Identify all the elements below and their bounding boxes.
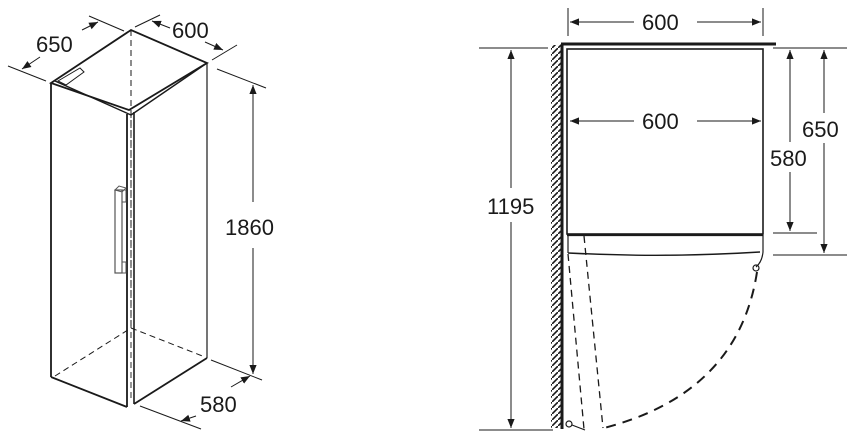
dim-1195-label: 1195 (487, 194, 534, 219)
dim-580-arrow-b (230, 375, 251, 388)
dim-600-arrow-a (151, 20, 171, 29)
dim-600-top-label: 600 (642, 10, 679, 35)
dim-600-ext-a (134, 14, 161, 28)
dim-650-label: 650 (36, 32, 73, 57)
hinge-icon-door (752, 264, 760, 272)
dim-600-arrow-b (204, 41, 224, 51)
door-top-edge-2 (130, 62, 208, 116)
wall-hatch (551, 45, 561, 428)
cabinet-body (566, 48, 764, 235)
hinge-icon-wall (565, 420, 573, 428)
dim-650-right-label: 650 (802, 117, 839, 142)
hinge-bracket-icon (56, 67, 85, 86)
isometric-view: 650 600 1860 580 (7, 14, 274, 430)
dim-600-ext-b (211, 44, 238, 61)
hidden-bottom-edge-right (130, 327, 206, 358)
door-top-edge (54, 80, 132, 116)
door-swing-arc (599, 271, 758, 430)
dim-580-ext-a (139, 405, 202, 430)
dim-580-label: 580 (200, 392, 237, 417)
dim-650-arrow-a (21, 56, 41, 70)
dim-600-label: 600 (172, 18, 209, 43)
dim-650-ext-b (88, 15, 125, 32)
dim-580-arrow-a (180, 414, 197, 422)
dim-650-arrow-b (81, 21, 99, 31)
cabinet-bottom-right (133, 357, 208, 405)
dim-580-right-label: 580 (770, 146, 807, 171)
cabinet-bottom-left (50, 376, 128, 408)
door-closed-bottom (567, 251, 761, 256)
door-closed-right (755, 235, 764, 268)
dim-600-inner-label: 600 (642, 109, 679, 134)
dim-1860-ext-bottom (210, 359, 263, 381)
door-handle-icon (114, 185, 127, 274)
top-view: 600 600 1195 580 650 (479, 8, 847, 431)
dim-1860-label: 1860 (225, 215, 274, 240)
door-open-inner (583, 235, 604, 429)
dim-1860-ext-top (216, 68, 267, 89)
door-open-bottom (571, 424, 586, 431)
door-open-outer (567, 253, 585, 430)
hidden-bottom-edge-left (54, 327, 132, 377)
dim-650-ext-a (7, 65, 47, 82)
